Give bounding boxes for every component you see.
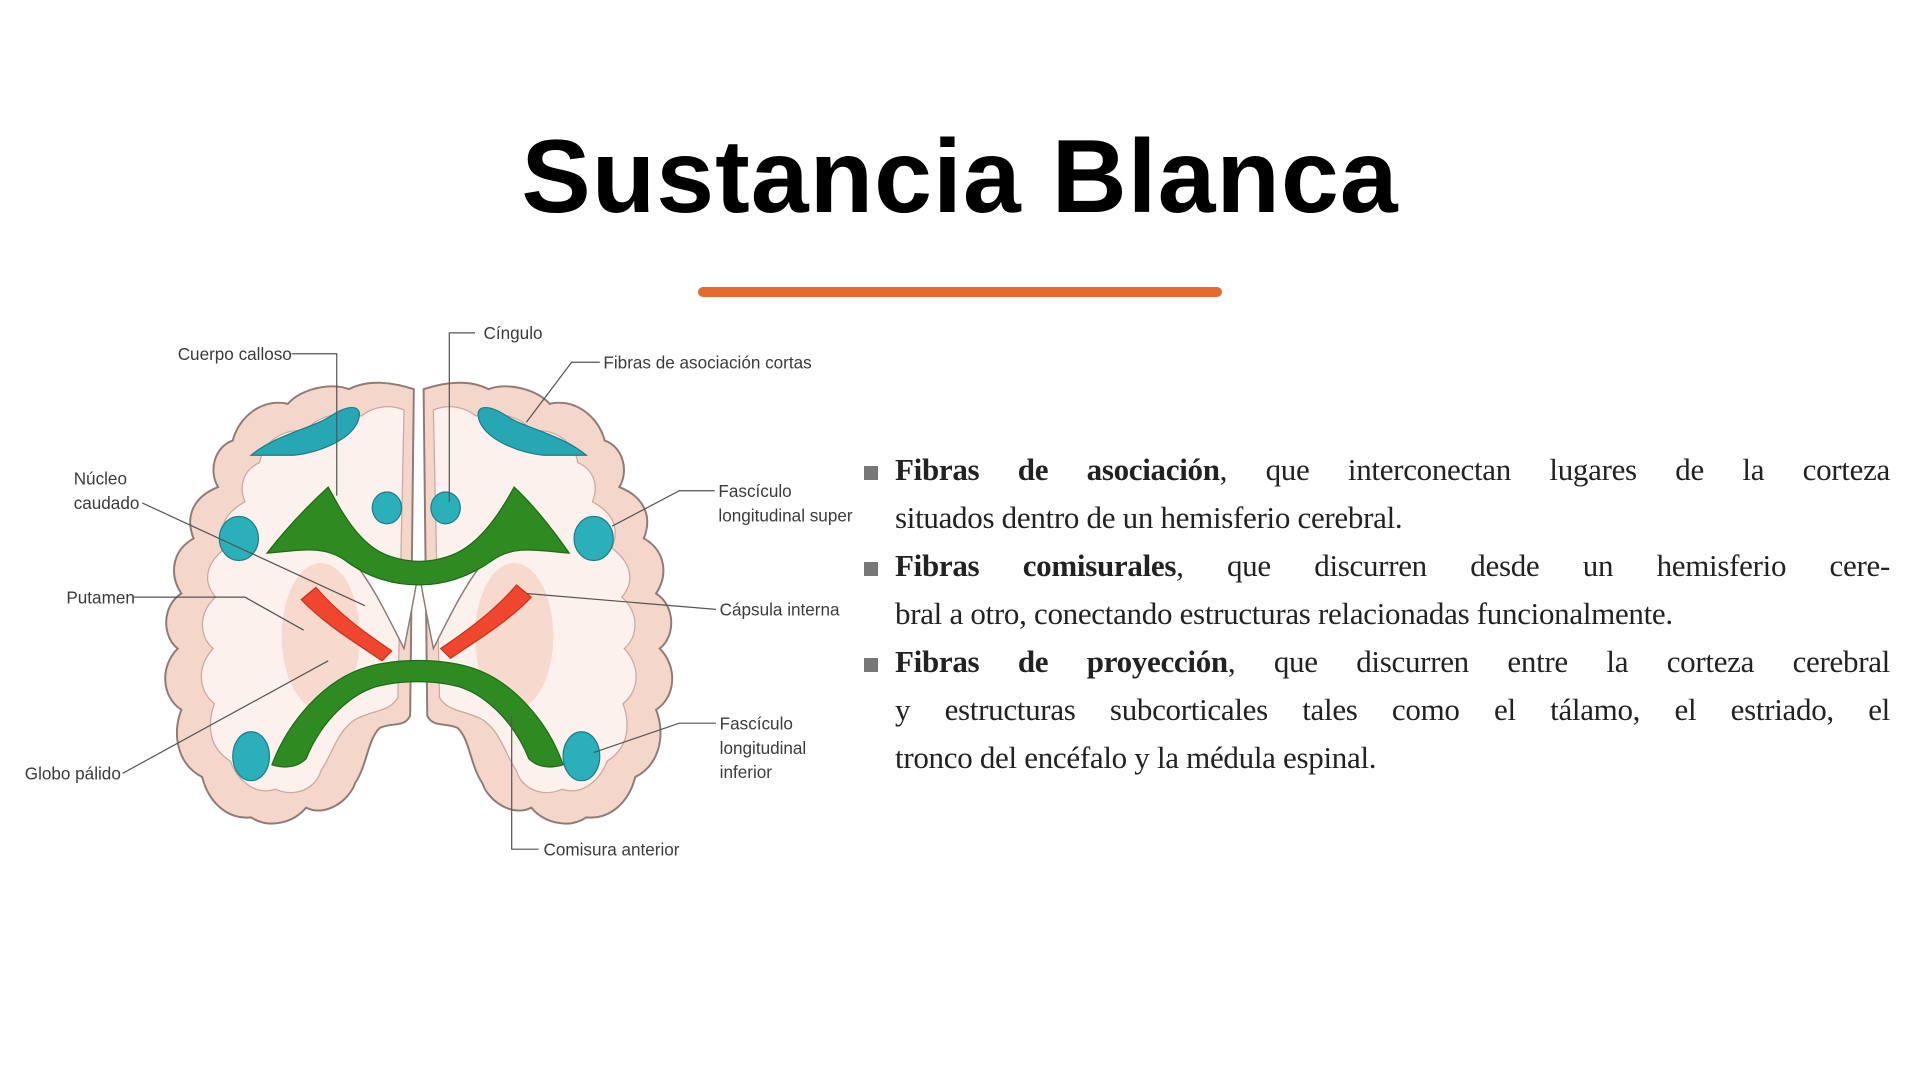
list-item: Fibras de proyección, que discurren entr… bbox=[864, 638, 1894, 782]
bullet-square-icon bbox=[864, 658, 878, 672]
label-nucleo-caudado-2: caudado bbox=[74, 494, 140, 513]
slide-title: Sustancia Blanca bbox=[521, 119, 1399, 235]
label-cingulo: Cíngulo bbox=[484, 324, 543, 343]
bullet-square-icon bbox=[864, 562, 878, 576]
label-putamen: Putamen bbox=[66, 588, 134, 607]
association-fibers-long bbox=[249, 407, 588, 456]
term: Fibras de proyección bbox=[895, 644, 1228, 679]
term: Fibras de asociación bbox=[895, 452, 1220, 487]
list-line: bral a otro, conectando estructuras rela… bbox=[895, 596, 1673, 631]
list-line: y estructuras subcorticales tales como e… bbox=[895, 692, 1890, 727]
label-fibras-cortas: Fibras de asociación cortas bbox=[603, 353, 811, 372]
label-capsula-interna: Cápsula interna bbox=[720, 601, 840, 620]
description: , que discurren desde un hemisferio cere… bbox=[1176, 548, 1890, 583]
list-line: situados dentro de un hemisferio cerebra… bbox=[895, 500, 1403, 535]
fiber-types-list: Fibras de asociación, que interconectan … bbox=[864, 446, 1894, 782]
label-fli-2: longitudinal bbox=[720, 739, 807, 758]
anterior-commissure bbox=[271, 659, 564, 768]
bullet-square-icon bbox=[864, 466, 878, 480]
brain-coronal-diagram: Cuerpo calloso Cíngulo Fibras de asociac… bbox=[25, 324, 853, 859]
label-nucleo-caudado-1: Núcleo bbox=[74, 470, 127, 489]
label-fli-1: Fascículo bbox=[720, 714, 793, 733]
corpus-callosum bbox=[265, 486, 571, 586]
fasciculi-dots bbox=[218, 491, 614, 782]
label-comisura-anterior: Comisura anterior bbox=[544, 840, 680, 859]
label-cuerpo-calloso: Cuerpo calloso bbox=[178, 345, 292, 364]
internal-capsule bbox=[300, 584, 533, 662]
list-item: Fibras de asociación, que interconectan … bbox=[864, 446, 1894, 542]
label-fli-3: inferior bbox=[720, 763, 773, 782]
term: Fibras comisurales bbox=[895, 548, 1177, 583]
label-fls-1: Fascículo bbox=[718, 482, 791, 501]
description: , que interconectan lugares de la cortez… bbox=[1219, 452, 1891, 487]
list-line: Fibras comisurales, que discurren desde … bbox=[895, 542, 1890, 590]
leader-lines bbox=[122, 332, 717, 850]
label-globo-palido: Globo pálido bbox=[25, 764, 121, 783]
title-underline bbox=[698, 287, 1222, 297]
commissural-fibers bbox=[265, 486, 571, 768]
list-line: Fibras de proyección, que discurren entr… bbox=[895, 638, 1890, 686]
description: , que discurren entre la corteza cerebra… bbox=[1227, 644, 1890, 679]
label-fls-2: longitudinal super bbox=[718, 506, 852, 525]
list-item: Fibras comisurales, que discurren desde … bbox=[864, 542, 1894, 638]
list-line: Fibras de asociación, que interconectan … bbox=[895, 446, 1890, 494]
list-line: tronco del encéfalo y la médula espinal. bbox=[895, 740, 1377, 775]
